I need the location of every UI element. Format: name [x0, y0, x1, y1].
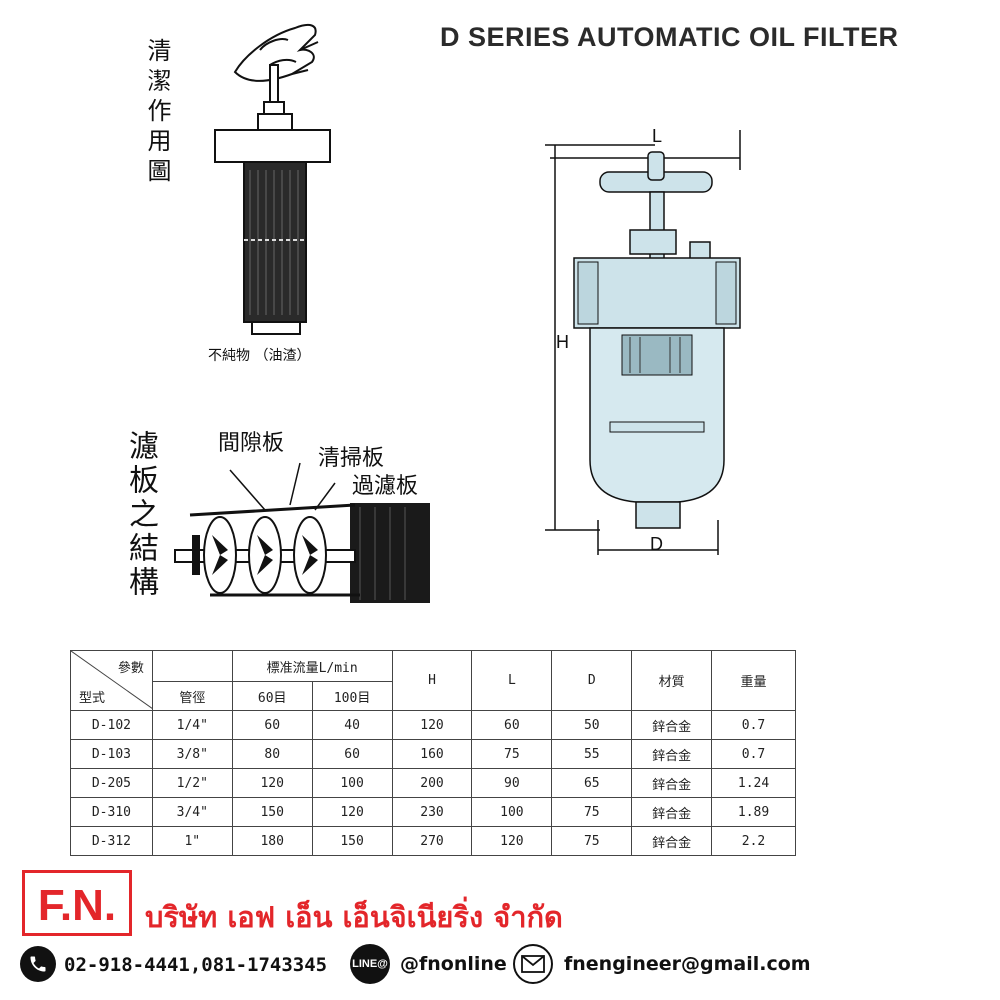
cell-H: 270 — [391, 826, 473, 856]
cell-flow100: 150 — [311, 826, 393, 856]
impurity-label: 不純物 （油渣） — [208, 348, 311, 364]
cell-weight: 0.7 — [711, 739, 796, 769]
email-address[interactable]: fnengineer@gmail.com — [564, 953, 811, 975]
cell-pipe: 1/2" — [151, 768, 233, 798]
page-title: D SERIES AUTOMATIC OIL FILTER — [440, 22, 899, 52]
col-D-header: D — [551, 650, 633, 711]
cell-D: 50 — [551, 710, 633, 740]
cell-H: 200 — [391, 768, 473, 798]
cell-weight: 2.2 — [711, 826, 796, 856]
cell-L: 120 — [471, 826, 553, 856]
cell-weight: 0.7 — [711, 710, 796, 740]
cell-L: 75 — [471, 739, 553, 769]
cell-D: 75 — [551, 826, 633, 856]
col-mesh60-header: 60目 — [231, 681, 313, 711]
col-pipe-header: 管徑 — [151, 681, 233, 711]
cell-material: 鋅合金 — [631, 797, 713, 827]
cell-model: D-205 — [70, 768, 153, 798]
cell-D: 65 — [551, 768, 633, 798]
cell-weight: 1.89 — [711, 797, 796, 827]
cell-H: 120 — [391, 710, 473, 740]
structure-diagram-caption: 濾板之結構 — [123, 430, 158, 600]
col-weight-header: 重量 — [711, 650, 796, 711]
line-icon: LINE@ — [350, 944, 390, 984]
blank-header — [151, 650, 233, 682]
cell-flow60: 60 — [231, 710, 313, 740]
col-material-header: 材質 — [631, 650, 713, 711]
cell-material: 鋅合金 — [631, 710, 713, 740]
corner-top-label: 參數 — [117, 661, 144, 676]
cell-flow100: 120 — [311, 797, 393, 827]
table-row: D-103 3/8" 80 60 160 75 55 鋅合金 0.7 — [70, 739, 796, 769]
cell-model: D-310 — [70, 797, 153, 827]
cell-weight: 1.24 — [711, 768, 796, 798]
line-id[interactable]: @fnonline — [400, 953, 507, 975]
table-row: D-310 3/4" 150 120 230 100 75 鋅合金 1.89 — [70, 797, 796, 827]
cleaning-plate-label: 清掃板 — [318, 446, 385, 471]
col-mesh100-header: 100目 — [311, 681, 393, 711]
table-row: D-312 1" 180 150 270 120 75 鋅合金 2.2 — [70, 826, 796, 856]
filter-cross-section-drawing — [545, 130, 741, 555]
dimension-H-label: H — [556, 332, 569, 352]
cell-flow60: 80 — [231, 739, 313, 769]
col-H-header: H — [391, 650, 473, 711]
cell-H: 160 — [391, 739, 473, 769]
table-corner-header: 參數 型式 — [70, 650, 153, 711]
corner-bottom-label: 型式 — [79, 691, 106, 706]
cell-flow100: 40 — [311, 710, 393, 740]
cell-pipe: 1" — [151, 826, 233, 856]
phone-icon — [20, 946, 56, 982]
table-row: D-102 1/4" 60 40 120 60 50 鋅合金 0.7 — [70, 710, 796, 740]
dimension-D-label: D — [650, 534, 663, 554]
spec-table: 參數 型式 標准流量L/min H L D 材質 重量 管徑 60目 100目 … — [70, 650, 796, 856]
flow-group-header: 標准流量L/min — [231, 650, 393, 682]
phone-number[interactable]: 02-918-4441,081-1743345 — [64, 954, 328, 976]
cell-flow100: 100 — [311, 768, 393, 798]
dimension-L-label: L — [652, 126, 663, 146]
filter-plate-structure-illustration — [174, 462, 430, 603]
cell-pipe: 1/4" — [151, 710, 233, 740]
cell-model: D-102 — [70, 710, 153, 740]
cell-D: 55 — [551, 739, 633, 769]
cell-L: 100 — [471, 797, 553, 827]
cell-flow60: 120 — [231, 768, 313, 798]
cell-H: 230 — [391, 797, 473, 827]
table-row: D-205 1/2" 120 100 200 90 65 鋅合金 1.24 — [70, 768, 796, 798]
gap-plate-label: 間隙板 — [218, 431, 285, 456]
cell-model: D-312 — [70, 826, 153, 856]
cell-pipe: 3/4" — [151, 797, 233, 827]
filter-plate-label: 過濾板 — [352, 474, 419, 499]
cell-model: D-103 — [70, 739, 153, 769]
cell-flow60: 180 — [231, 826, 313, 856]
cell-L: 60 — [471, 710, 553, 740]
cell-flow60: 150 — [231, 797, 313, 827]
cell-D: 75 — [551, 797, 633, 827]
cell-L: 90 — [471, 768, 553, 798]
company-name: บริษัท เอฟ เอ็น เอ็นจิเนียริ่ง จำกัด — [145, 900, 563, 934]
cell-material: 鋅合金 — [631, 739, 713, 769]
col-L-header: L — [471, 650, 553, 711]
mail-icon — [513, 944, 553, 984]
cell-flow100: 60 — [311, 739, 393, 769]
cell-material: 鋅合金 — [631, 826, 713, 856]
cleaning-diagram-caption: 清潔作用圖 — [143, 38, 171, 188]
cleaning-action-illustration — [214, 23, 331, 335]
cell-material: 鋅合金 — [631, 768, 713, 798]
cell-pipe: 3/8" — [151, 739, 233, 769]
company-logo: F.N. — [22, 870, 132, 936]
